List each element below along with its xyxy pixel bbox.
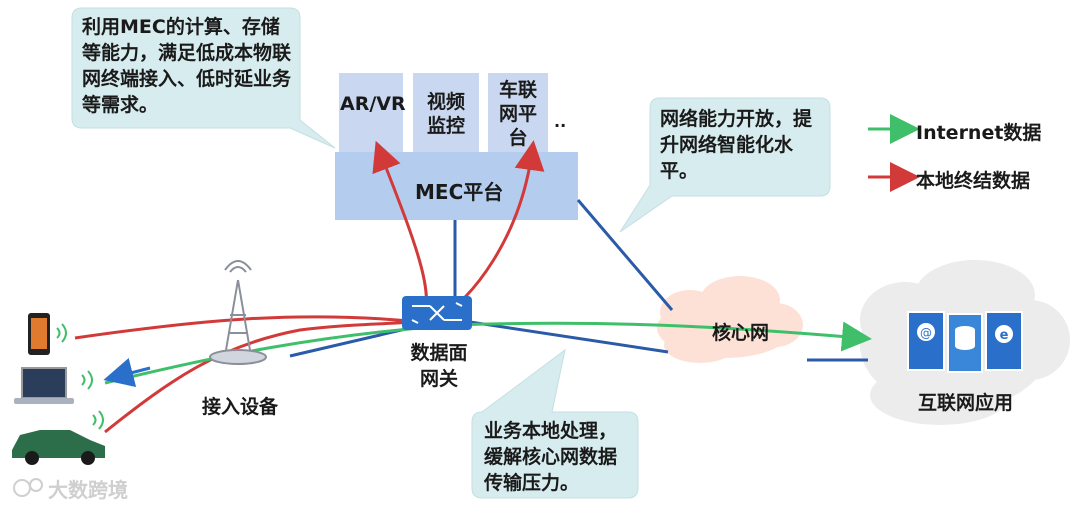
web-server-icon: e [985, 311, 1023, 371]
app-label-video: 视频监控 [426, 91, 465, 137]
app-label-ar-vr: AR/VR [340, 93, 406, 115]
app-label-vehicle: 车联网平台 [498, 79, 537, 149]
wifi-icon-car [92, 410, 104, 430]
legend-internet-label: Internet数据 [916, 122, 1042, 144]
mec-platform-label: MEC平台 [415, 180, 504, 204]
watermark-text: 大数跨境 [48, 478, 128, 502]
wifi-icon-phone [56, 323, 67, 343]
access-tower-icon [209, 260, 267, 365]
app-box-ar-vr [337, 71, 405, 161]
callout-local-processing [471, 348, 639, 499]
svg-text:e: e [1000, 328, 1009, 343]
data-gateway-label: 数据面网关 [410, 342, 468, 390]
app-label-more: .. [554, 112, 567, 131]
internet-apps-label: 互联网应用 [918, 392, 1014, 414]
smartphone-icon [28, 313, 50, 355]
email-server-icon: @ [907, 311, 945, 371]
wifi-icon-laptop [81, 370, 93, 390]
data-gateway-icon [402, 296, 472, 330]
callout-mec-capability-text: 利用MEC的计算、存储等能力，满足低成本物联网终端接入、低时延业务等需求。 [82, 16, 292, 116]
access-device-label: 接入设备 [202, 396, 279, 418]
laptop-icon [14, 367, 74, 404]
local-data-flows [74, 140, 545, 434]
legend-local-label: 本地终结数据 [916, 170, 1031, 192]
svg-text:@: @ [920, 326, 932, 340]
car-icon [12, 430, 105, 465]
core-network-label: 核心网 [712, 322, 770, 344]
blue-links [289, 199, 868, 362]
watermark-logo-icon [13, 478, 43, 497]
callout-network-open-text: 网络能力开放，提升网络智能化水平。 [660, 108, 813, 182]
database-server-icon [947, 313, 983, 373]
callout-local-processing-text: 业务本地处理，缓解核心网数据传输压力。 [484, 420, 618, 494]
downlink-arrow [103, 357, 151, 388]
callout-network-open [619, 97, 831, 233]
callout-mec-capability [71, 7, 336, 149]
